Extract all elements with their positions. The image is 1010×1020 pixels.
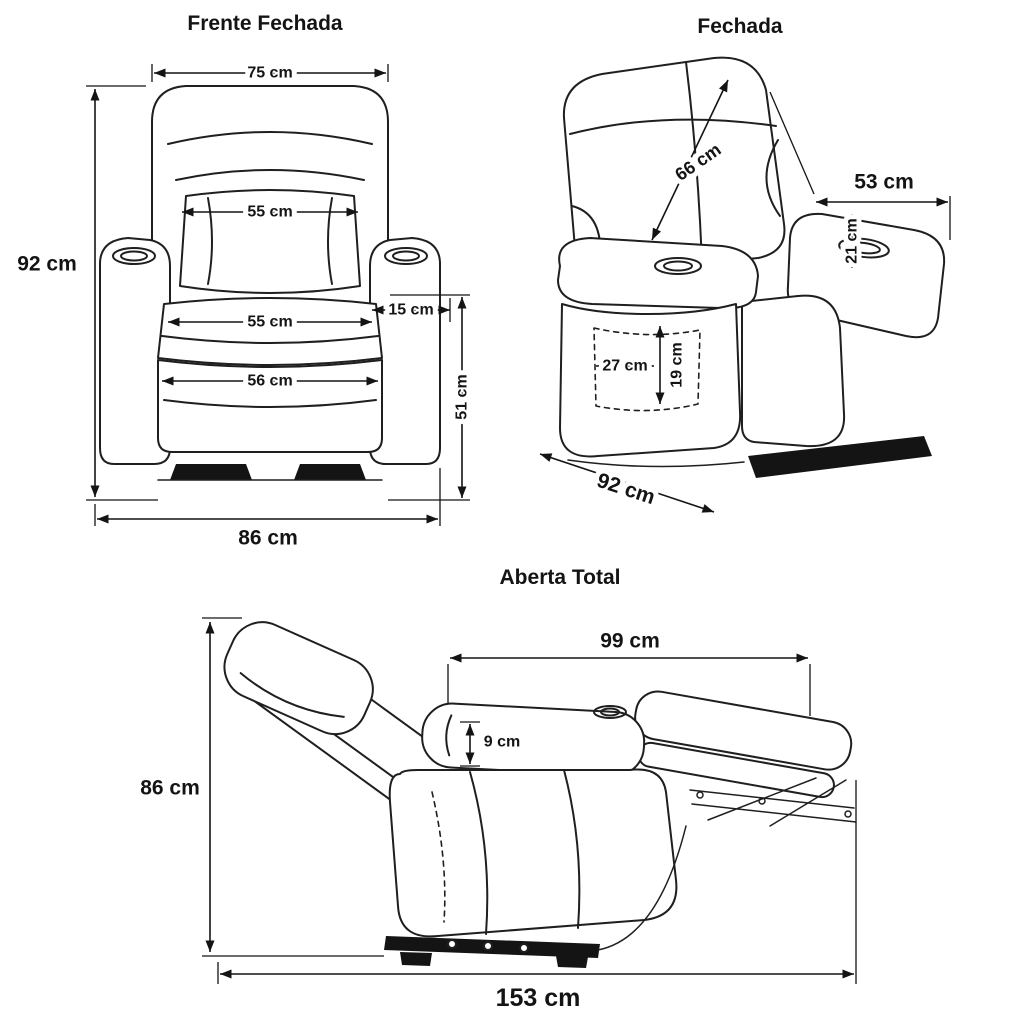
panel-stitch xyxy=(431,791,446,923)
side-dim-pocket-width-label: 27 cm xyxy=(602,358,647,375)
side-dim-pocket-height-label: 19 cm xyxy=(669,342,686,387)
side-dim-depth-label: 92 cm xyxy=(594,469,658,509)
back-bolster-right xyxy=(327,197,333,285)
open-dim-total-length: 153 cm xyxy=(217,780,857,1017)
front-dim-total-width: 86 cm xyxy=(94,468,441,555)
front-dim-top-width-label: 75 cm xyxy=(247,65,292,82)
side-dim-top-depth-label: 53 cm xyxy=(854,171,914,194)
near-cupholder-icon xyxy=(654,257,702,275)
front-dim-seat-height-label: 51 cm xyxy=(454,374,471,419)
front-view-title: Frente Fechada xyxy=(187,12,343,35)
base-button-2 xyxy=(483,941,493,951)
side-view: Fechada 66 cm xyxy=(539,15,951,514)
near-side-panel xyxy=(559,303,742,458)
seat-side-panel xyxy=(388,768,678,938)
foot-right xyxy=(294,464,366,480)
cupholder-inner xyxy=(600,707,620,717)
seat-seam xyxy=(161,335,379,344)
headrest-seam-2 xyxy=(175,169,365,181)
base-line xyxy=(567,459,745,468)
open-dim-height-label: 86 cm xyxy=(140,777,200,800)
open-dim-height: 86 cm xyxy=(135,617,384,957)
front-dim-top-width: 75 cm xyxy=(151,60,389,87)
footrest-extended xyxy=(634,690,853,799)
side-dim-depth: 92 cm xyxy=(539,453,715,514)
front-dim-armrest-width-label: 15 cm xyxy=(388,302,433,319)
front-dim-seat-front-width-label: 56 cm xyxy=(247,373,292,390)
near-cupholder-inner xyxy=(663,260,693,272)
front-dim-height: 92 cm xyxy=(12,85,158,501)
open-dim-upper-length-label: 99 cm xyxy=(600,630,660,653)
open-chair-drawing xyxy=(223,621,857,968)
side-chair-drawing xyxy=(557,56,946,478)
open-view: Aberta Total xyxy=(135,566,857,1017)
base-support xyxy=(597,825,687,951)
far-cupholder-icon xyxy=(838,237,890,259)
back-bolster-left xyxy=(207,197,213,285)
side-pocket xyxy=(593,327,701,412)
panel-seam-1 xyxy=(469,771,489,935)
front-chair-drawing xyxy=(99,85,441,481)
front-dim-total-width-label: 86 cm xyxy=(238,527,298,550)
base-button-1 xyxy=(447,939,457,949)
base-button-3 xyxy=(519,943,529,953)
front-view: Frente Fechada 75 cm xyxy=(12,12,475,555)
open-dim-total-length-label: 153 cm xyxy=(496,984,581,1012)
side-dim-armrest-drop-label: 21 cm xyxy=(844,218,861,263)
cupholder-left-icon xyxy=(112,247,156,265)
front-panel-seam xyxy=(163,399,377,408)
base-foot-right xyxy=(556,956,588,968)
open-dim-armrest-thickness-label: 9 cm xyxy=(484,734,520,751)
panel-seam-2 xyxy=(563,769,581,929)
armrest-profile xyxy=(421,702,646,778)
headrest-seam xyxy=(167,131,373,145)
recline-mechanism xyxy=(689,777,857,827)
cupholder-left-inner xyxy=(120,250,148,262)
base-foot-left xyxy=(400,952,432,966)
cupholder-right-inner xyxy=(392,250,420,262)
side-dim-pocket-width: 27 cm xyxy=(596,353,654,380)
base-strip xyxy=(748,436,932,478)
cupholder-icon xyxy=(593,705,627,719)
back-outline xyxy=(151,85,389,311)
near-armrest xyxy=(557,237,759,310)
side-view-title: Fechada xyxy=(697,15,783,38)
backrest-right-seam xyxy=(765,139,781,217)
headrest-pillow xyxy=(223,621,374,736)
side-dim-armrest-drop: 21 cm xyxy=(839,213,866,268)
foot-left xyxy=(170,464,252,480)
open-dim-upper-length: 99 cm xyxy=(447,625,811,716)
seat-cushion xyxy=(157,297,383,366)
front-dim-height-label: 92 cm xyxy=(17,253,77,276)
front-dim-seat-width-label: 55 cm xyxy=(247,314,292,331)
side-dim-top-depth: 53 cm xyxy=(769,91,951,240)
seat-front xyxy=(741,294,846,448)
cupholder-right-icon xyxy=(384,247,428,265)
open-view-title: Aberta Total xyxy=(500,566,621,589)
front-dim-backrest-width-label: 55 cm xyxy=(247,204,292,221)
